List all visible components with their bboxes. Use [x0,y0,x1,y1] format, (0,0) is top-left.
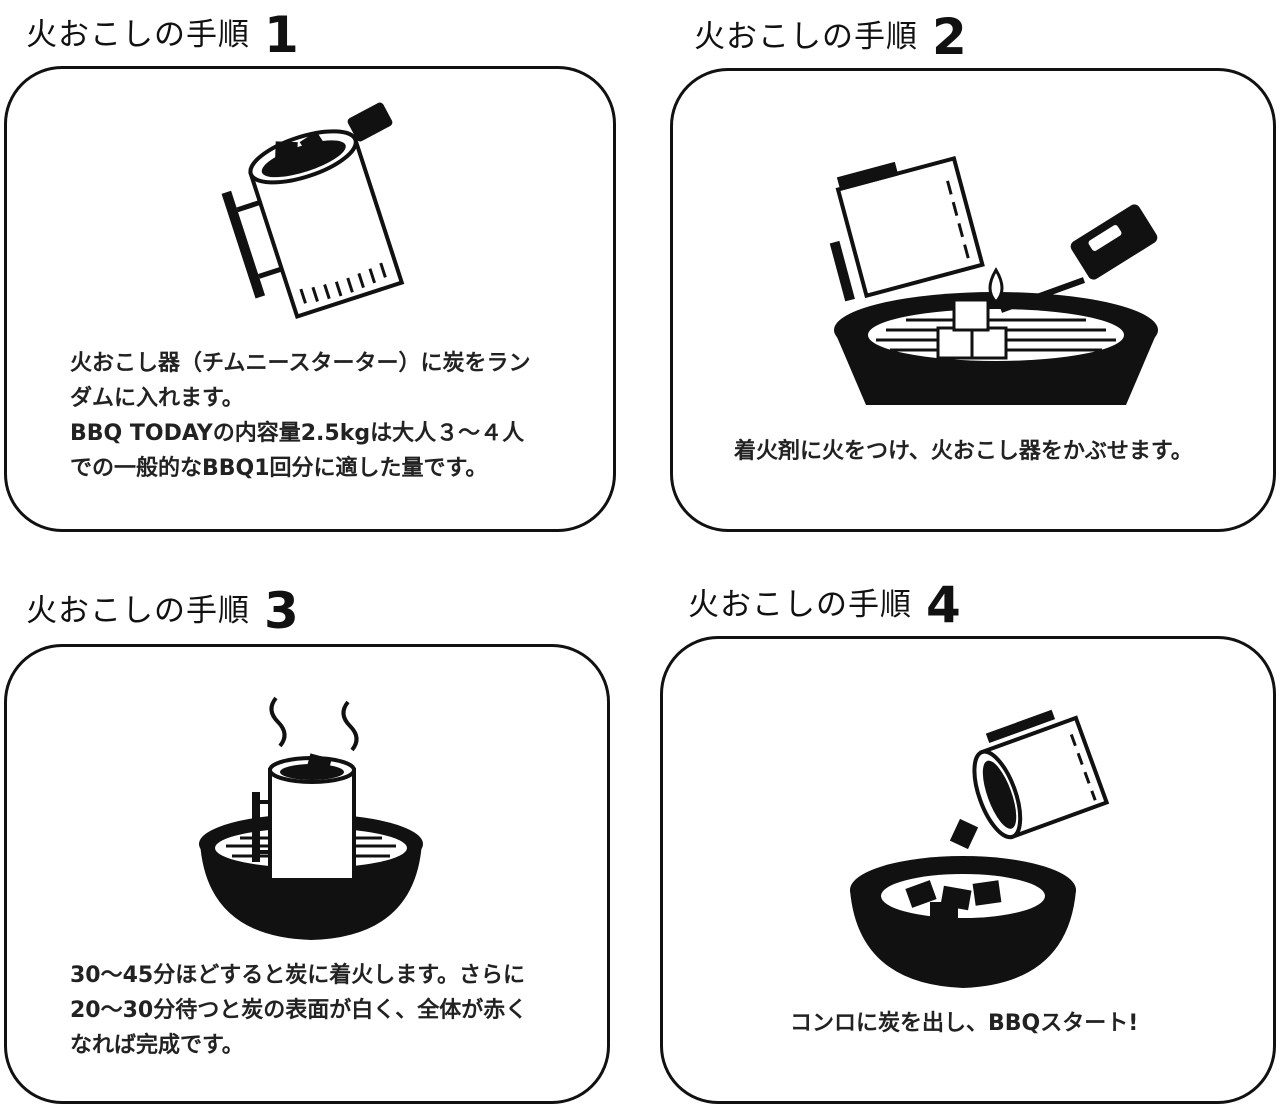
chimney-starter-loading-icon [221,102,405,320]
step-3-caption-line: 30～45分ほどすると炭に着火します。さらに [70,963,526,988]
step-1-caption-line: 火おこし器（チムニースターター）に炭をラン [70,351,531,376]
step-4-heading: 火おこしの手順 4 [688,574,961,630]
step-1-caption: 火おこし器（チムニースターター）に炭をラン ダムに入れます。 BBQ TODAY… [70,346,530,486]
step-1-heading: 火おこしの手順 1 [26,4,299,60]
step-2-title: 火おこしの手順 [694,19,918,55]
step-4-number: 4 [926,576,961,634]
step-4-caption: コンロに炭を出し、BBQスタート! [790,1006,1138,1041]
step-1-caption-line: BBQ TODAYの内容量2.5kgは大人３～４人 [70,421,525,446]
step-1-caption-line: ダムに入れます。 [70,386,244,411]
pour-coals-into-grill-icon [850,709,1110,988]
step-3-caption: 30～45分ほどすると炭に着火します。さらに 20～30分待つと炭の表面が白く、… [70,958,527,1063]
step-3-number: 3 [264,582,299,640]
step-4-title: 火おこしの手順 [688,587,912,623]
step-2-number: 2 [932,8,967,66]
step-1-caption-line: での一般的なBBQ1回分に適した量です。 [70,456,488,481]
step-1-number: 1 [264,6,299,64]
chimney-on-grill-smoke-icon [199,696,423,940]
grill-lighting-icon [829,155,1158,405]
step-3-caption-line: 20～30分待つと炭の表面が白く、全体が赤く [70,998,528,1023]
step-3-title: 火おこしの手順 [26,593,250,629]
step-2-heading: 火おこしの手順 2 [694,6,967,62]
step-1-title: 火おこしの手順 [26,17,250,53]
step-4-caption-line: コンロに炭を出し、BBQスタート! [790,1011,1139,1036]
step-2-caption-line: 着火剤に火をつけ、火おこし器をかぶせます。 [734,439,1193,464]
step-3-caption-line: なれば完成です。 [70,1033,244,1058]
step-2-caption: 着火剤に火をつけ、火おこし器をかぶせます。 [734,434,1193,469]
step-3-heading: 火おこしの手順 3 [26,580,299,636]
